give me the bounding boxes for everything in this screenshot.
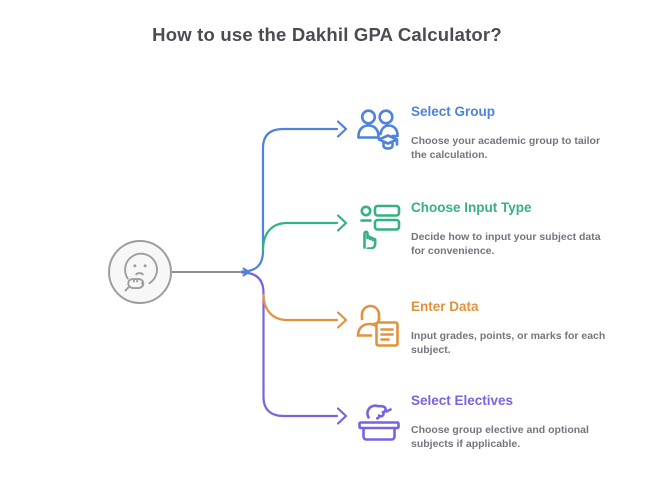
step-enter-data: Enter Data Input grades, points, or mark…	[356, 299, 616, 358]
person-headset-document-icon	[356, 304, 399, 347]
connector-blue	[240, 127, 339, 273]
thinking-person-badge	[108, 240, 172, 304]
thinking-face-icon	[124, 252, 158, 292]
step-choose-input-type: Choose Input Type Decide how to input yo…	[356, 200, 616, 259]
step-title: Select Group	[411, 104, 496, 119]
step-title: Select Electives	[411, 393, 514, 408]
step-select-electives: Select Electives Choose group elective a…	[356, 393, 616, 452]
step-title: Enter Data	[411, 299, 479, 314]
arrow-purple-icon	[336, 407, 348, 425]
page-title: How to use the Dakhil GPA Calculator?	[152, 24, 502, 45]
arrow-blue-icon	[336, 120, 348, 138]
hand-ballot-box-icon	[358, 404, 400, 441]
step-description: Choose your academic group to tailor the…	[411, 134, 601, 162]
arrow-orange-icon	[336, 311, 348, 329]
connector-green	[261, 221, 339, 252]
hand-select-list-icon	[360, 204, 401, 249]
junction-arrow-icon	[242, 267, 250, 277]
step-description: Input grades, points, or marks for each …	[411, 329, 606, 357]
arrow-green-icon	[336, 214, 348, 232]
connector-orange	[262, 293, 339, 322]
connector-purple	[240, 271, 339, 418]
step-title: Choose Input Type	[411, 200, 532, 215]
group-graduation-icon	[357, 109, 399, 150]
step-select-group: Select Group Choose your academic group …	[356, 104, 616, 163]
step-description: Choose group elective and optional subje…	[411, 423, 589, 451]
step-description: Decide how to input your subject data fo…	[411, 230, 601, 258]
